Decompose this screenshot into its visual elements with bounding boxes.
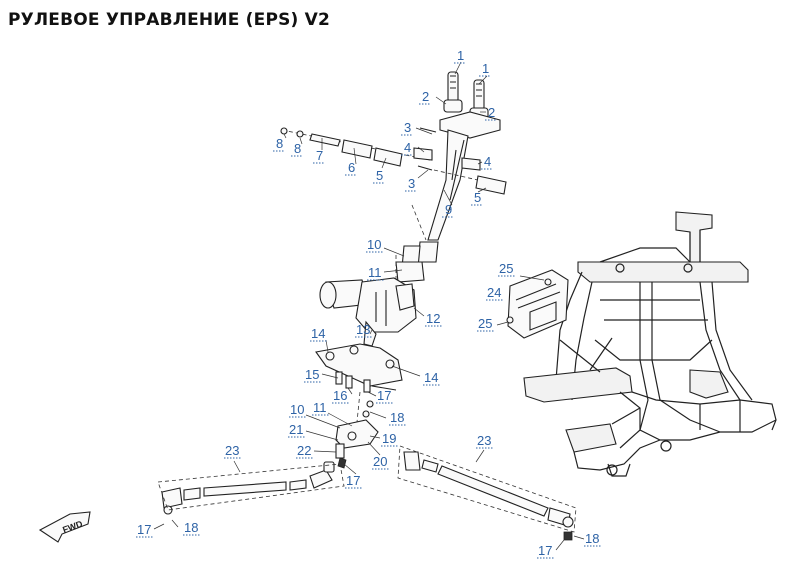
callout-label: 24 (487, 285, 501, 300)
callout-label: 17 (346, 473, 360, 488)
callout-label: 4 (404, 140, 411, 155)
callout-label: 5 (474, 190, 481, 205)
callout-1b: 1 (479, 61, 491, 77)
callout-2b: 2 (485, 105, 497, 121)
callout-15: 15 (304, 367, 322, 383)
callout-label: 18 (184, 520, 198, 535)
callout-label: 25 (478, 316, 492, 331)
callout-label: 11 (313, 400, 327, 415)
callout-18a: 18 (389, 410, 407, 426)
callout-12: 12 (425, 311, 443, 327)
tie-rods (157, 445, 577, 541)
callout-7: 7 (313, 148, 325, 164)
callout-numbers: 1 1 2 2 3 3 4 4 5 5 6 7 8 8 9 10 10 11 1… (136, 48, 602, 559)
callout-label: 18 (390, 410, 404, 425)
callout-23a: 23 (224, 443, 242, 459)
steering-shaft-assembly (280, 71, 507, 469)
callout-24: 24 (486, 285, 504, 301)
callout-label: 6 (348, 160, 355, 175)
callout-11b: 11 (312, 400, 330, 416)
callout-13: 13 (355, 322, 373, 338)
callout-label: 16 (333, 388, 347, 403)
vehicle-frame (523, 211, 777, 477)
callout-label: 14 (424, 370, 438, 385)
callout-4a: 4 (401, 140, 413, 156)
callout-label: 10 (290, 402, 304, 417)
callout-label: 20 (373, 454, 387, 469)
callout-label: 3 (404, 120, 411, 135)
callout-14a: 14 (310, 326, 328, 342)
callout-label: 14 (311, 326, 325, 341)
callout-11a: 11 (367, 265, 385, 281)
callout-19: 19 (381, 431, 399, 447)
callout-label: 18 (585, 531, 599, 546)
callout-14b: 14 (423, 370, 441, 386)
callout-3b: 3 (405, 176, 417, 192)
callout-8a: 8 (273, 136, 285, 152)
callout-17c: 17 (136, 522, 154, 538)
callout-23b: 23 (476, 433, 494, 449)
callout-label: 19 (382, 431, 396, 446)
callout-label: 23 (225, 443, 239, 458)
callout-label: 23 (477, 433, 491, 448)
callout-25a: 25 (498, 261, 516, 277)
callout-label: 4 (484, 154, 491, 169)
callout-label: 8 (276, 136, 283, 151)
callout-10b: 10 (289, 402, 307, 418)
callout-4b: 4 (481, 154, 493, 170)
callout-label: 8 (294, 141, 301, 156)
callout-6: 6 (345, 160, 357, 176)
callout-25b: 25 (477, 316, 495, 332)
callout-label: 1 (482, 61, 489, 76)
callout-18c: 18 (584, 531, 602, 547)
callout-label: 21 (289, 422, 303, 437)
callout-label: 15 (305, 367, 319, 382)
callout-17b: 17 (345, 473, 363, 489)
callout-10a: 10 (366, 237, 384, 253)
callout-label: 2 (422, 89, 429, 104)
callout-2a: 2 (419, 89, 431, 105)
callout-label: 1 (457, 48, 464, 63)
callout-20: 20 (372, 454, 390, 470)
callout-label: 7 (316, 148, 323, 163)
callout-label: 12 (426, 311, 440, 326)
callout-22: 22 (296, 443, 314, 459)
callout-label: 17 (137, 522, 151, 537)
callout-label: 3 (408, 176, 415, 191)
callout-label: 5 (376, 168, 383, 183)
callout-5a: 5 (373, 168, 385, 184)
callout-label: 9 (445, 202, 452, 217)
callout-17a: 17 (376, 388, 394, 404)
callout-label: 2 (488, 105, 495, 120)
callout-label: 17 (538, 543, 552, 558)
callout-16: 16 (332, 388, 350, 404)
fwd-arrow: FWD (38, 511, 91, 543)
callout-9: 9 (442, 202, 454, 218)
callout-8b: 8 (291, 141, 303, 157)
callout-1a: 1 (454, 48, 466, 64)
callout-17d: 17 (537, 543, 555, 559)
callout-label: 13 (356, 322, 370, 337)
callout-label: 25 (499, 261, 513, 276)
callout-label: 22 (297, 443, 311, 458)
callout-label: 10 (367, 237, 381, 252)
callout-21: 21 (288, 422, 306, 438)
callout-3a: 3 (401, 120, 413, 136)
callout-label: 17 (377, 388, 391, 403)
callout-5b: 5 (471, 190, 483, 206)
callout-label: 11 (368, 265, 382, 280)
page-title: РУЛЕВОЕ УПРАВЛЕНИЕ (EPS) V2 (8, 10, 331, 30)
leader-lines (153, 61, 585, 551)
eps-ecu (496, 269, 569, 339)
callout-18b: 18 (183, 520, 201, 536)
